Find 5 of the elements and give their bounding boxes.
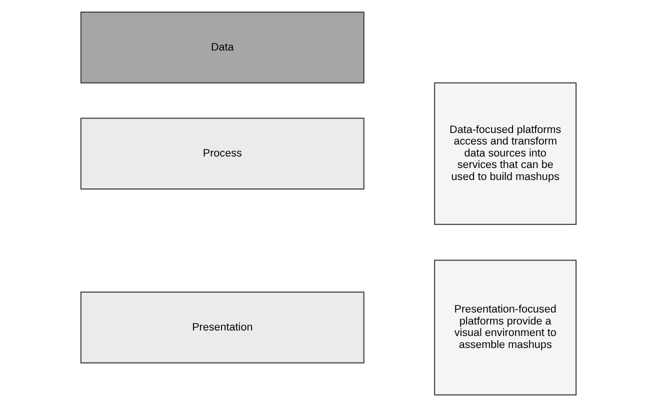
node-box: Process xyxy=(80,118,364,190)
node-box: Data-focused platforms access and transform data sources into services that can be used to build mashups xyxy=(434,82,576,225)
node-box: Data xyxy=(80,12,364,84)
node-box: Presentation xyxy=(80,292,364,364)
node-box: Presentation-focused platforms provide a visual environment to assemble mashups xyxy=(434,260,576,396)
